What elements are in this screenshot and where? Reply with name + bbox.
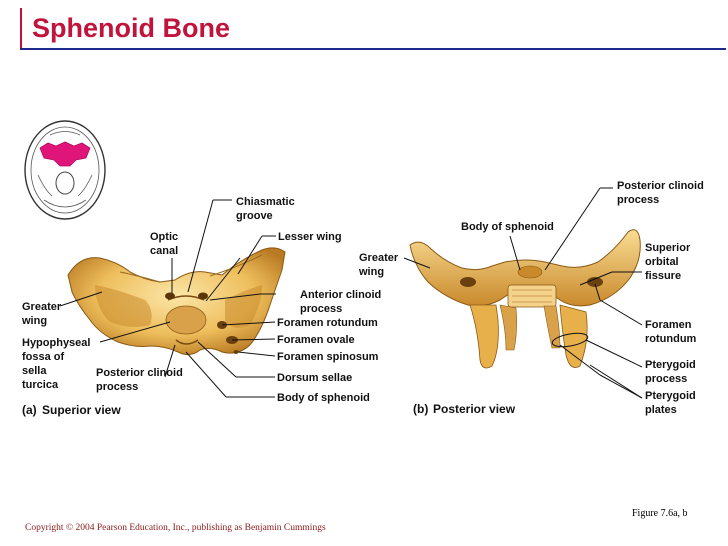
title-accent-bar [20, 8, 22, 50]
label-chiasmatic-groove-2: groove [236, 210, 273, 222]
label-hypophyseal-1: Hypophyseal [22, 337, 90, 349]
label-hypophyseal-2: fossa of [22, 351, 65, 363]
leader-lines-superior [59, 199, 276, 398]
caption-b-text: Posterior view [433, 402, 516, 416]
label-foramen-rotundum-b-1: Foramen [645, 319, 692, 331]
label-foramen-rotundum-b-2: rotundum [645, 333, 697, 345]
label-posterior-clinoid-b-1: Posterior clinoid [617, 180, 704, 192]
label-pterygoid-plates-2: plates [645, 404, 677, 416]
label-pterygoid-process-1: Pterygoid [645, 359, 696, 371]
label-superior-orbital-1: Superior [645, 242, 691, 254]
label-posterior-clinoid-a-2: process [96, 381, 138, 393]
label-dorsum-sellae: Dorsum sellae [277, 372, 352, 384]
sphenoid-highlight [39, 141, 91, 167]
label-hypophyseal-3: sella [22, 365, 47, 377]
label-superior-orbital-2: orbital [645, 256, 679, 268]
caption-a-letter: (a) [22, 403, 37, 417]
label-greater-wing-a-1: Greater [22, 301, 62, 313]
copyright-notice: Copyright © 2004 Pearson Education, Inc.… [25, 523, 326, 533]
label-foramen-ovale: Foramen ovale [277, 334, 355, 346]
label-posterior-clinoid-a-1: Posterior clinoid [96, 367, 183, 379]
label-anterior-clinoid-2: process [300, 303, 342, 315]
caption-a-text: Superior view [42, 403, 121, 417]
label-foramen-rotundum-a: Foramen rotundum [277, 317, 378, 329]
label-greater-wing-a-2: wing [21, 315, 47, 327]
skull-orientation-thumbnail [24, 120, 106, 220]
figure-reference: Figure 7.6a, b [632, 508, 688, 519]
label-lesser-wing: Lesser wing [278, 231, 342, 243]
label-optic-canal-1: Optic [150, 231, 178, 243]
label-foramen-spinosum: Foramen spinosum [277, 351, 379, 363]
label-body-of-sphenoid-a: Body of sphenoid [277, 392, 370, 404]
page-title: Sphenoid Bone [32, 13, 230, 43]
caption-b-letter: (b) [413, 402, 428, 416]
label-optic-canal-2: canal [150, 245, 178, 257]
posterior-view-illustration [409, 229, 641, 369]
label-greater-wing-b-1: Greater [359, 252, 399, 264]
label-body-of-sphenoid-b: Body of sphenoid [461, 221, 554, 233]
label-pterygoid-plates-1: Pterygoid [645, 390, 696, 402]
label-posterior-clinoid-b-2: process [617, 194, 659, 206]
leader-lines-posterior [403, 187, 643, 399]
title-divider [20, 48, 726, 50]
label-chiasmatic-groove-1: Chiasmatic [236, 196, 295, 208]
label-anterior-clinoid-1: Anterior clinoid [300, 289, 381, 301]
label-superior-orbital-3: fissure [645, 270, 681, 282]
label-hypophyseal-4: turcica [22, 379, 59, 391]
label-greater-wing-b-2: wing [358, 266, 384, 278]
superior-view-illustration [67, 247, 286, 356]
label-pterygoid-process-2: process [645, 373, 687, 385]
